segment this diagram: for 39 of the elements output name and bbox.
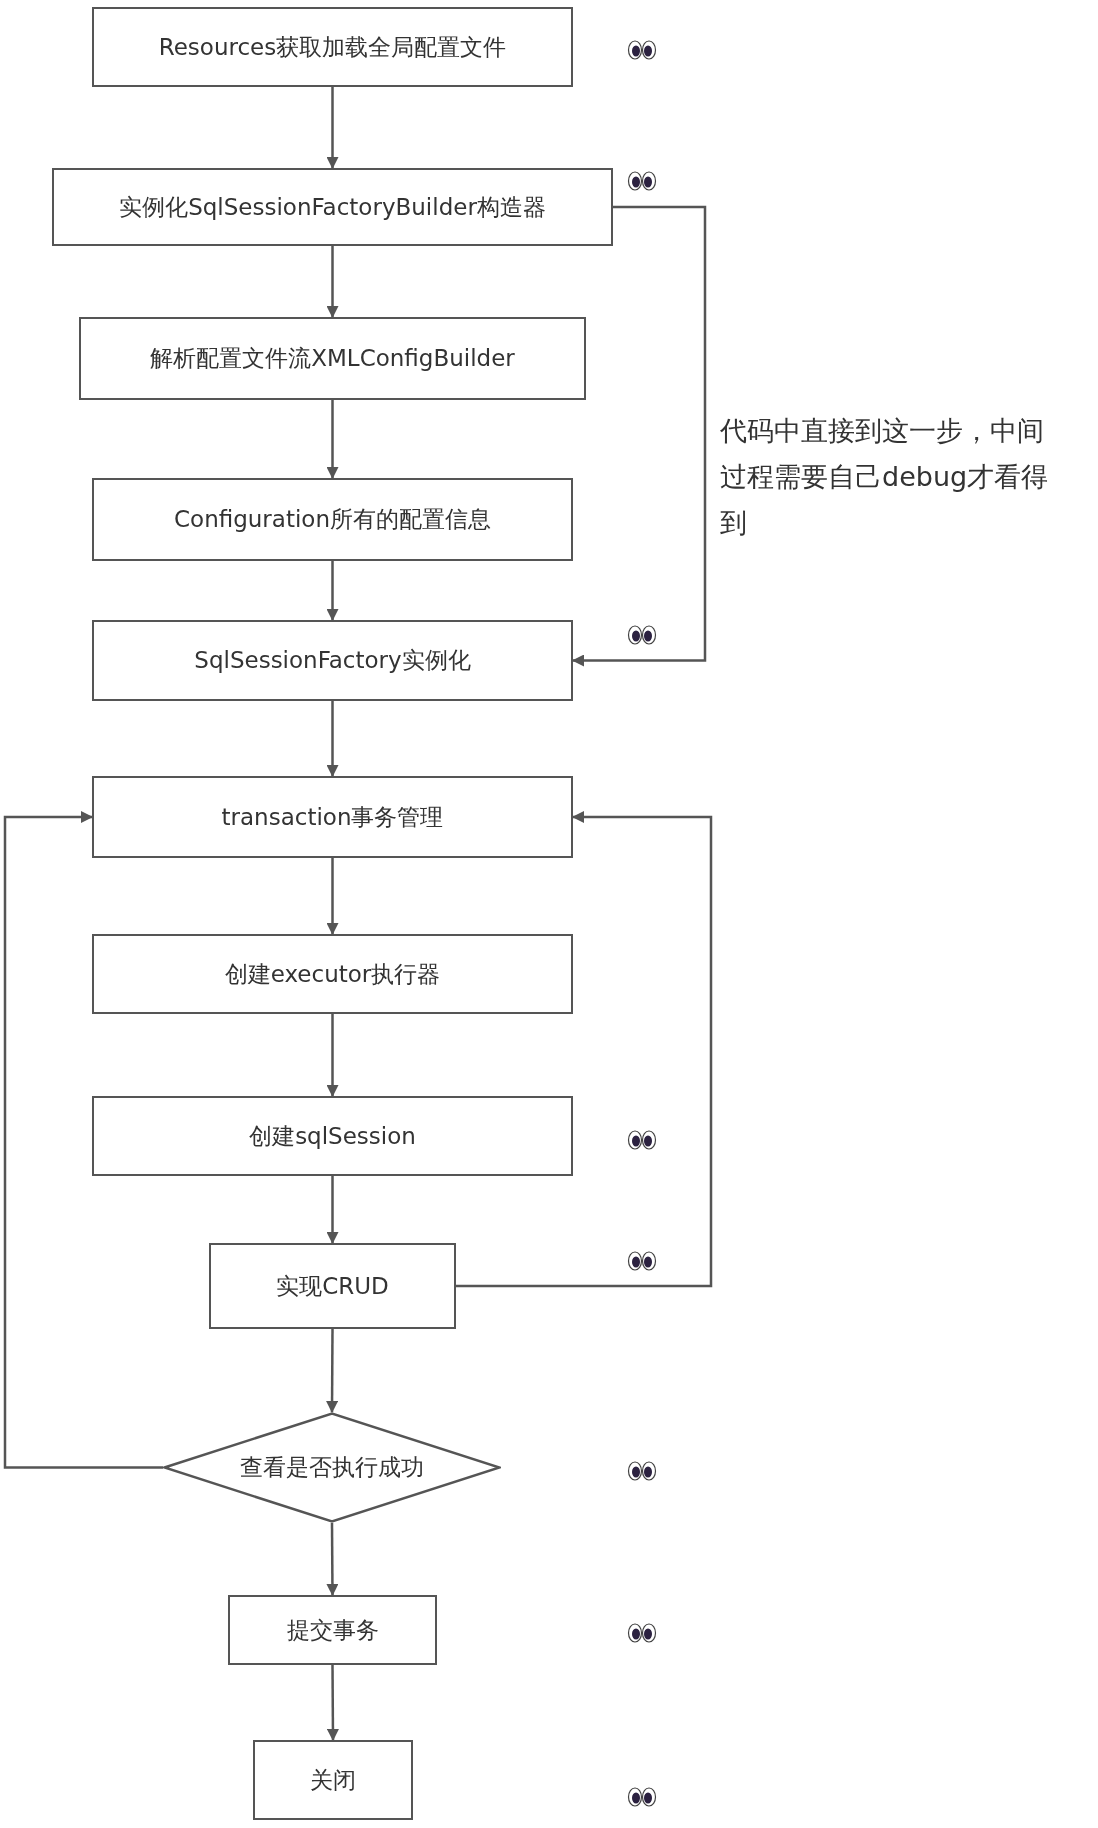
node-text: Configuration所有的配置信息 bbox=[174, 505, 491, 534]
arrow bbox=[326, 87, 339, 169]
arrow bbox=[326, 246, 339, 318]
node-text: 创建sqlSession bbox=[249, 1121, 416, 1151]
process-box bbox=[79, 317, 586, 400]
process-box bbox=[92, 7, 573, 87]
process-box bbox=[92, 478, 573, 561]
arrow bbox=[326, 858, 339, 935]
arrow bbox=[326, 1329, 339, 1413]
node-text: 关闭 bbox=[310, 1765, 356, 1795]
process-box bbox=[253, 1740, 413, 1820]
node-text: 解析配置文件流XMLConfigBuilder bbox=[150, 344, 515, 373]
node-text: 实现CRUD bbox=[276, 1271, 389, 1301]
node-text: 创建executor执行器 bbox=[224, 959, 441, 989]
arrow bbox=[326, 561, 339, 621]
node-text: SqlSessionFactory实例化 bbox=[194, 646, 471, 675]
node-text: 查看是否执行成功 bbox=[240, 1453, 424, 1482]
process-box bbox=[92, 1096, 573, 1176]
arrow bbox=[326, 1665, 339, 1741]
process-box bbox=[92, 776, 573, 858]
edge-label: 代码中直接到这一步，中间过程需要自己debug才看得到 bbox=[720, 414, 1050, 540]
process-box bbox=[92, 620, 573, 701]
process-box bbox=[52, 168, 613, 246]
arrow bbox=[3, 811, 163, 1469]
arrow bbox=[326, 1523, 339, 1596]
node-text: Resources获取加载全局配置文件 bbox=[158, 32, 507, 62]
arrow bbox=[456, 811, 713, 1288]
node-text: 提交事务 bbox=[286, 1615, 379, 1645]
arrow bbox=[326, 1014, 339, 1097]
decision-diamond bbox=[163, 1412, 501, 1523]
process-box bbox=[209, 1243, 456, 1329]
process-box bbox=[92, 934, 573, 1014]
node-text: 实例化SqlSessionFactoryBuilder构造器 bbox=[119, 192, 546, 222]
arrow bbox=[326, 701, 339, 777]
arrow bbox=[572, 205, 707, 667]
arrow bbox=[326, 1176, 339, 1244]
arrow bbox=[326, 400, 339, 479]
node-text: transaction事务管理 bbox=[221, 802, 444, 832]
process-box bbox=[228, 1595, 437, 1665]
